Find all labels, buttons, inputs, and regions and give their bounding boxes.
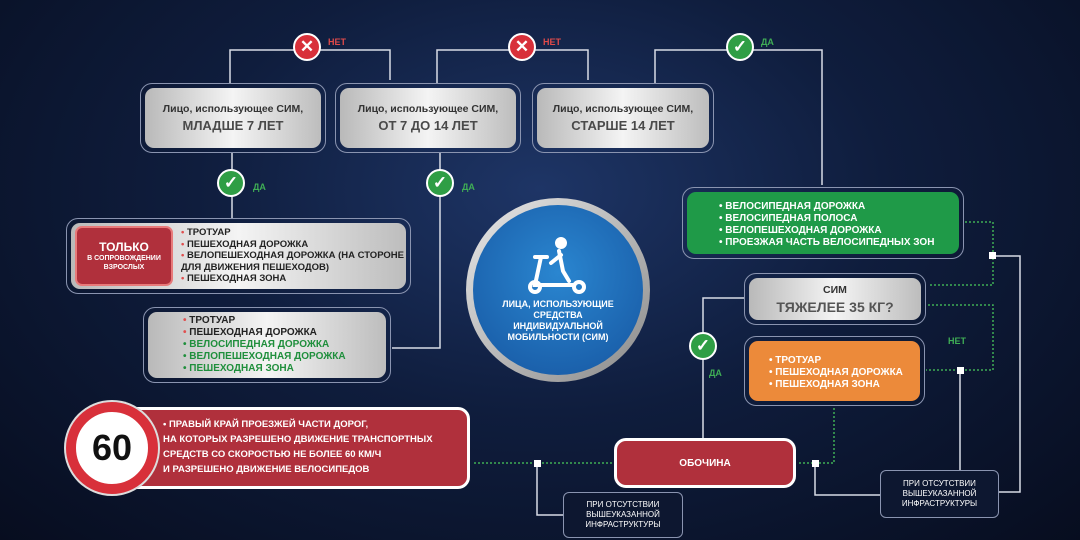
- box-title: ТЯЖЕЛЕЕ 35 КГ?: [776, 298, 894, 315]
- roadway-text: СРЕДСТВ СО СКОРОСТЬЮ НЕ БОЛЕЕ 60 КМ/Ч: [163, 449, 382, 460]
- center-circle: ЛИЦА, ИСПОЛЬЗУЮЩИЕ СРЕДСТВА ИНДИВИДУАЛЬН…: [466, 198, 650, 382]
- fallback-note: ПРИ ОТСУТСТВИИ ВЫШЕУКАЗАННОЙ ИНФРАСТРУКТ…: [880, 470, 999, 518]
- list-item: ТРОТУАР: [181, 227, 406, 239]
- under-7-allowed-box: ТОЛЬКО В СОПРОВОЖДЕНИИ ВЗРОСЛЫХ ТРОТУАР …: [66, 218, 411, 294]
- list-item: ПЕШЕХОДНАЯ ЗОНА: [183, 363, 346, 375]
- list-item: ПЕШЕХОДНАЯ ДОРОЖКА: [769, 367, 920, 379]
- badge-subtitle: В СОПРОВОЖДЕНИИ ВЗРОСЛЫХ: [87, 255, 161, 271]
- box-title: СТАРШЕ 14 ЛЕТ: [571, 118, 675, 133]
- list-item: ПЕШЕХОДНАЯ ЗОНА: [181, 273, 406, 285]
- box-caption: СИМ: [823, 283, 847, 296]
- no-label: НЕТ: [543, 37, 561, 47]
- cross-icon: ✕: [293, 33, 321, 61]
- heavy-allowed-box: ТРОТУАР ПЕШЕХОДНАЯ ДОРОЖКА ПЕШЕХОДНАЯ ЗО…: [744, 336, 925, 406]
- list-item: ВЕЛОПЕШЕХОДНАЯ ДОРОЖКА (НА СТОРОНЕ ДЛЯ Д…: [181, 250, 406, 273]
- box-title: МЛАДШЕ 7 ЛЕТ: [182, 118, 284, 133]
- list-item: ТРОТУАР: [183, 315, 346, 327]
- check-icon: ✓: [426, 169, 454, 197]
- over-14-allowed-box: ВЕЛОСИПЕДНАЯ ДОРОЖКА ВЕЛОСИПЕДНАЯ ПОЛОСА…: [682, 187, 964, 259]
- yes-label: ДА: [709, 368, 722, 378]
- list-item: ТРОТУАР: [769, 355, 920, 367]
- box-caption: Лицо, использующее СИМ,: [357, 103, 499, 115]
- check-icon: ✓: [689, 332, 717, 360]
- badge-title: ТОЛЬКО: [99, 240, 149, 254]
- age-7-14-list: ТРОТУАР ПЕШЕХОДНАЯ ДОРОЖКА ВЕЛОСИПЕДНАЯ …: [183, 315, 346, 375]
- no-label: НЕТ: [328, 37, 346, 47]
- box-caption: Лицо, использующее СИМ,: [162, 103, 304, 115]
- list-item: ВЕЛОПЕШЕХОДНАЯ ДОРОЖКА: [183, 351, 345, 363]
- roadway-text: НА КОТОРЫХ РАЗРЕШЕНО ДВИЖЕНИЕ ТРАНСПОРТН…: [163, 434, 433, 445]
- roadway-box: • ПРАВЫЙ КРАЙ ПРОЕЗЖЕЙ ЧАСТИ ДОРОГ, НА К…: [118, 407, 470, 489]
- adult-escort-badge: ТОЛЬКО В СОПРОВОЖДЕНИИ ВЗРОСЛЫХ: [75, 226, 173, 286]
- heavy-list: ТРОТУАР ПЕШЕХОДНАЯ ДОРОЖКА ПЕШЕХОДНАЯ ЗО…: [769, 355, 920, 391]
- list-item: ПЕШЕХОДНАЯ ДОРОЖКА: [183, 327, 346, 339]
- yes-label: ДА: [462, 182, 475, 192]
- speed-limit-sign-icon: 60: [66, 402, 158, 494]
- shoulder-box: ОБОЧИНА: [614, 438, 796, 488]
- fallback-note: ПРИ ОТСУТСТВИИ ВЫШЕУКАЗАННОЙ ИНФРАСТРУКТ…: [563, 492, 683, 538]
- no-label: НЕТ: [948, 336, 966, 346]
- box-caption: Лицо, использующее СИМ,: [552, 103, 694, 115]
- list-item: ПЕШЕХОДНАЯ ДОРОЖКА: [181, 239, 406, 251]
- list-item: ПРОЕЗЖАЯ ЧАСТЬ ВЕЛОСИПЕДНЫХ ЗОН: [719, 237, 959, 249]
- age-7-14-allowed-box: ТРОТУАР ПЕШЕХОДНАЯ ДОРОЖКА ВЕЛОСИПЕДНАЯ …: [143, 307, 391, 383]
- under-7-list: ТРОТУАР ПЕШЕХОДНАЯ ДОРОЖКА ВЕЛОПЕШЕХОДНА…: [181, 227, 406, 285]
- roadway-text: • ПРАВЫЙ КРАЙ ПРОЕЗЖЕЙ ЧАСТИ ДОРОГ,: [163, 419, 369, 430]
- over-14-list: ВЕЛОСИПЕДНАЯ ДОРОЖКА ВЕЛОСИПЕДНАЯ ПОЛОСА…: [719, 201, 959, 249]
- cross-icon: ✕: [508, 33, 536, 61]
- check-icon: ✓: [217, 169, 245, 197]
- weight-question-box: СИМ ТЯЖЕЛЕЕ 35 КГ?: [744, 273, 926, 325]
- list-item: ПЕШЕХОДНАЯ ЗОНА: [769, 379, 920, 391]
- age-7-14-box: Лицо, использующее СИМ, ОТ 7 ДО 14 ЛЕТ: [335, 83, 521, 153]
- box-title: ОТ 7 ДО 14 ЛЕТ: [378, 118, 478, 133]
- yes-label: ДА: [253, 182, 266, 192]
- list-item: ВЕЛОСИПЕДНАЯ ДОРОЖКА: [719, 201, 959, 213]
- age-over-14-box: Лицо, использующее СИМ, СТАРШЕ 14 ЛЕТ: [532, 83, 714, 153]
- check-icon: ✓: [726, 33, 754, 61]
- roadway-text: И РАЗРЕШЕНО ДВИЖЕНИЕ ВЕЛОСИПЕДОВ: [163, 464, 370, 475]
- yes-label: ДА: [761, 37, 774, 47]
- center-title: ЛИЦА, ИСПОЛЬЗУЮЩИЕ СРЕДСТВА ИНДИВИДУАЛЬН…: [502, 299, 614, 342]
- list-item: ВЕЛОСИПЕДНАЯ ПОЛОСА: [719, 213, 959, 225]
- list-item: ВЕЛОПЕШЕХОДНАЯ ДОРОЖКА: [719, 225, 959, 237]
- age-under-7-box: Лицо, использующее СИМ, МЛАДШЕ 7 ЛЕТ: [140, 83, 326, 153]
- scooter-icon: [528, 237, 586, 294]
- list-item: ВЕЛОСИПЕДНАЯ ДОРОЖКА: [183, 339, 346, 351]
